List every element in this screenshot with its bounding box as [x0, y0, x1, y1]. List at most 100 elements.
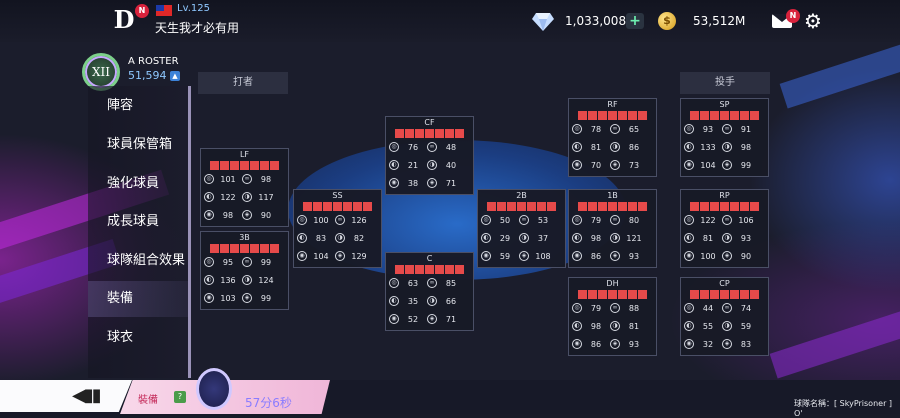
sidebar-item-jersey[interactable]: 球衣: [107, 330, 134, 345]
stat-icon: ◎: [572, 124, 582, 134]
equipment-slot: [628, 202, 637, 211]
team-logo-icon[interactable]: D: [113, 5, 135, 34]
coin-icon: $: [658, 12, 676, 30]
equipment-slot: [270, 161, 279, 170]
position-card-rp[interactable]: RP◎122∞106◐81◑93◉100◈90: [680, 189, 769, 268]
batters-header: 打者: [198, 72, 288, 94]
position-card-sp[interactable]: SP◎93∞91◐133◑98◉104◈99: [680, 98, 769, 177]
equipment-slots: [390, 129, 469, 138]
stat-value: 70: [590, 160, 602, 170]
stat-row: ◉38◈71: [386, 174, 473, 192]
stat-value: 66: [445, 296, 457, 306]
gear-icon[interactable]: ⚙: [804, 9, 822, 33]
equipment-slot: [618, 202, 627, 211]
player-name[interactable]: 天生我才必有用: [155, 21, 240, 35]
equipment-slot: [730, 290, 739, 299]
stat-icon: ◎: [481, 215, 491, 225]
equipment-slot: [210, 161, 219, 170]
stat-value: 35: [407, 296, 419, 306]
back-arrow-icon[interactable]: ◀▮▮: [72, 385, 102, 406]
stat-icon: ∞: [722, 124, 732, 134]
card-position-label: 3B: [239, 233, 250, 242]
stat-icon: ◉: [572, 251, 582, 261]
stat-value: 80: [628, 215, 640, 225]
position-card-2b[interactable]: 2B◎50∞53◐29◑37◉59◈108: [477, 189, 566, 268]
sidebar-item-enhance-player[interactable]: 強化球員: [107, 176, 160, 191]
team-name-label: 球隊名稱：[ SkyPrisoner ] O': [794, 399, 893, 418]
back-button[interactable]: [0, 380, 132, 412]
stat-row: ◐21◑40: [386, 156, 473, 174]
stat-icon: ◐: [572, 321, 582, 331]
stat-value: 98: [590, 233, 602, 243]
equipment-slots: [685, 111, 764, 120]
stat-value: 101: [220, 174, 236, 184]
stat-value: 91: [740, 124, 752, 134]
stat-icon: ◉: [572, 160, 582, 170]
stat-value: 76: [407, 142, 419, 152]
stat-value: 32: [702, 339, 714, 349]
sidebar-item-lineup[interactable]: 陣容: [107, 98, 134, 113]
diamond-count: 1,033,008: [565, 14, 627, 28]
equipment-slot: [395, 265, 404, 274]
position-card-cf[interactable]: CF◎76∞48◐21◑40◉38◈71: [385, 116, 474, 195]
stat-row: ◐98◑121: [569, 229, 656, 247]
position-card-1b[interactable]: 1B◎79∞80◐98◑121◉86◈93: [568, 189, 657, 268]
equipment-slot: [240, 161, 249, 170]
add-diamonds-button[interactable]: +: [626, 13, 644, 29]
stat-value: 78: [590, 124, 602, 134]
stat-icon: ◐: [684, 142, 694, 152]
stat-icon: ◉: [204, 210, 214, 220]
equipment-slot: [618, 111, 627, 120]
sidebar-item-grow-player[interactable]: 成長球員: [107, 214, 160, 229]
stat-row: ◉59◈108: [478, 247, 565, 265]
stat-icon: ◈: [610, 160, 620, 170]
equipment-slots: [205, 244, 284, 253]
stopwatch-icon: [196, 368, 232, 410]
equipment-slots: [298, 202, 377, 211]
stat-value: 95: [222, 257, 234, 267]
stat-row: ◎100∞126: [294, 211, 381, 229]
equipment-slot: [303, 202, 312, 211]
stat-value: 98: [260, 174, 272, 184]
position-card-dh[interactable]: DH◎79∞88◐98◑81◉86◈93: [568, 277, 657, 356]
stat-row: ◉100◈90: [681, 247, 768, 265]
stat-value: 93: [740, 233, 752, 243]
equipment-slot: [250, 161, 259, 170]
stat-row: ◎63∞85: [386, 274, 473, 292]
stat-value: 50: [499, 215, 511, 225]
equipment-slots: [685, 202, 764, 211]
stat-value: 83: [740, 339, 752, 349]
stat-icon: ◉: [389, 314, 399, 324]
stat-icon: ◈: [335, 251, 345, 261]
equipment-slot: [260, 244, 269, 253]
stat-icon: ◎: [204, 257, 214, 267]
equipment-slot: [333, 202, 342, 211]
sidebar-item-team-combo[interactable]: 球隊組合效果: [107, 253, 186, 268]
stat-icon: ◉: [204, 293, 214, 303]
stat-value: 117: [258, 192, 274, 202]
stat-value: 53: [537, 215, 549, 225]
position-card-c[interactable]: C◎63∞85◐35◑66◉52◈71: [385, 252, 474, 331]
stat-value: 124: [258, 275, 274, 285]
equipment-slot: [240, 244, 249, 253]
stat-value: 104: [700, 160, 716, 170]
position-card-ss[interactable]: SS◎100∞126◐83◑82◉104◈129: [293, 189, 382, 268]
equipment-slot: [598, 202, 607, 211]
position-card-3b[interactable]: 3B◎95∞99◐136◑124◉103◈99: [200, 231, 289, 310]
stat-row: ◐122◑117: [201, 188, 288, 206]
position-card-cp[interactable]: CP◎44∞74◐55◑59◉32◈83: [680, 277, 769, 356]
stat-icon: ◉: [389, 178, 399, 188]
card-position-label: 1B: [607, 191, 618, 200]
stat-row: ◐98◑81: [569, 317, 656, 335]
stat-value: 29: [499, 233, 511, 243]
equipment-slot: [638, 111, 647, 120]
stat-value: 98: [740, 142, 752, 152]
position-card-lf[interactable]: LF◎101∞98◐122◑117◉98◈90: [200, 148, 289, 227]
position-card-rf[interactable]: RF◎78∞65◐81◑86◉70◈73: [568, 98, 657, 177]
sidebar-item-player-storage[interactable]: 球員保管箱: [107, 137, 173, 152]
sidebar-item-equipment[interactable]: 裝備: [88, 281, 190, 317]
stat-value: 48: [445, 142, 457, 152]
equipment-slot: [230, 244, 239, 253]
sidebar-divider: [188, 86, 191, 378]
help-icon[interactable]: ?: [174, 391, 186, 403]
